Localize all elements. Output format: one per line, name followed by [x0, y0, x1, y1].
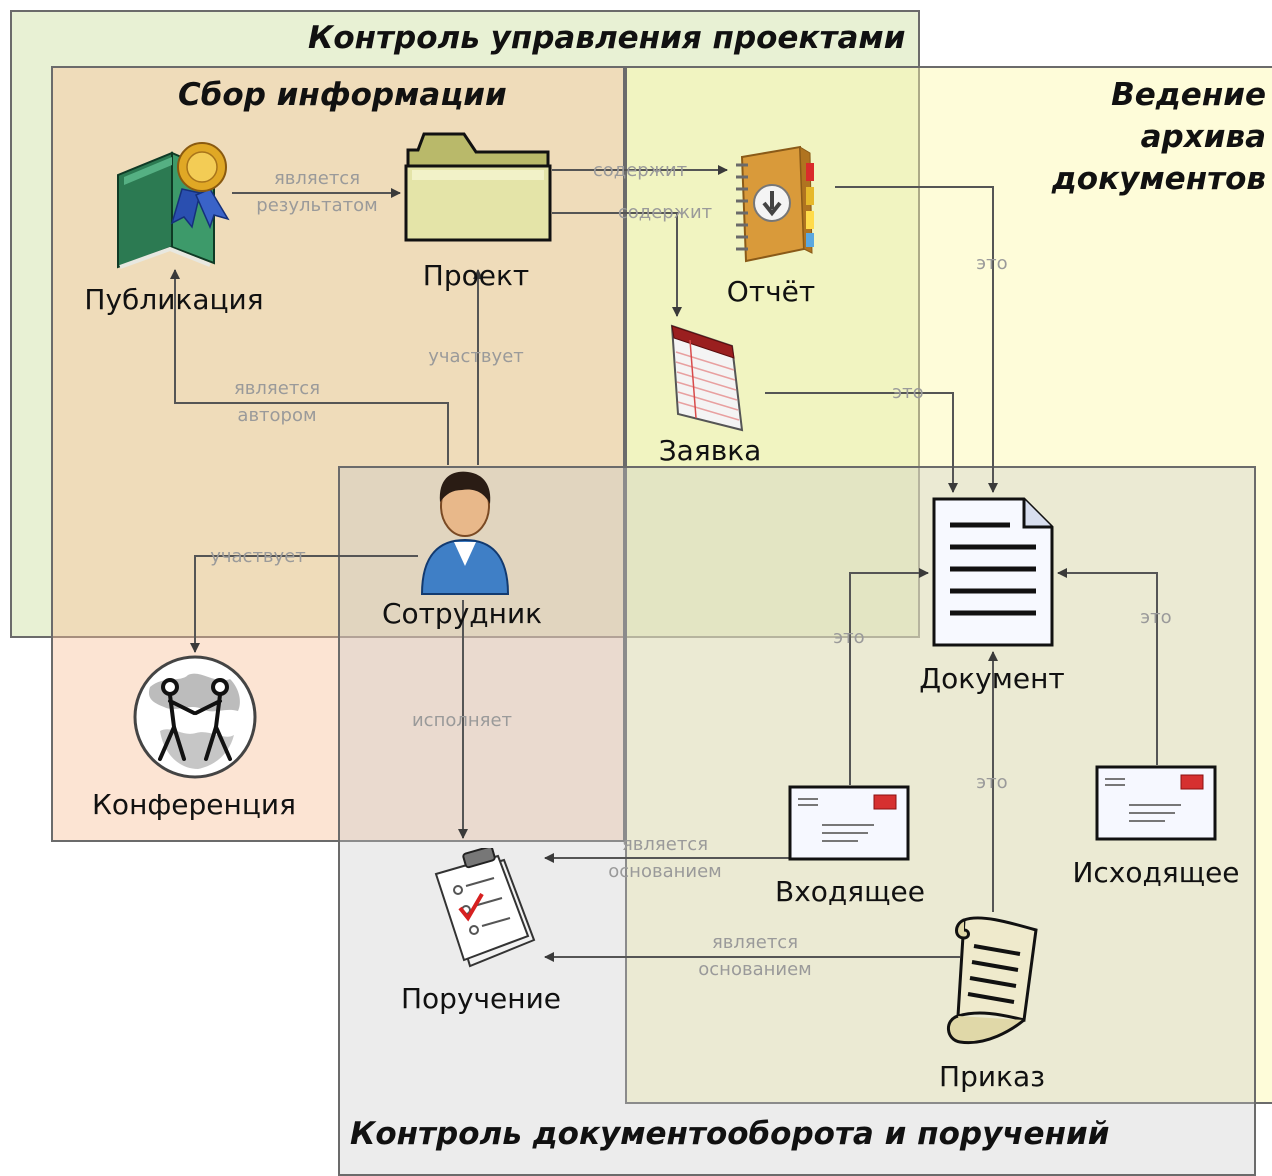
node-label-assignment: Поручение: [400, 982, 562, 1015]
edge-label-employee-pub-2: автором: [237, 405, 317, 426]
notepad-icon: [670, 324, 744, 432]
node-label-employee: Сотрудник: [381, 597, 543, 630]
edge-label-order-document: это: [976, 772, 1008, 793]
edge-label-pub-project-1: является: [273, 168, 361, 189]
arrow-employee-conference: [190, 555, 418, 653]
envelope-icon: [788, 785, 910, 861]
edge-label-employee-assignment: исполняет: [411, 710, 513, 731]
edge-label-application-document: это: [892, 382, 924, 403]
region-title-archive-line1: Ведение: [1111, 77, 1266, 113]
edge-label-employee-project: участвует: [428, 346, 524, 367]
node-label-publication: Публикация: [84, 283, 264, 316]
globe-people-icon: [133, 655, 257, 779]
arrow-outgoing-document: [1057, 568, 1158, 765]
arrow-incoming-document: [849, 568, 929, 785]
arrow-application-document: [765, 392, 958, 493]
checklist-icon: [434, 848, 536, 968]
edge-label-outgoing-document: это: [1140, 607, 1172, 628]
node-label-report: Отчёт: [726, 275, 816, 308]
edge-label-employee-pub-1: является: [233, 378, 321, 399]
region-title-archive-line2: архива: [1140, 119, 1266, 155]
edge-label-incoming-assignment-1: является: [621, 834, 709, 855]
scroll-icon: [947, 916, 1038, 1045]
node-label-incoming: Входящее: [775, 875, 925, 908]
person-icon: [420, 471, 510, 595]
arrow-report-document: [835, 186, 998, 493]
edge-label-order-assignment-2: основанием: [698, 959, 812, 980]
envelope-icon: [1095, 765, 1217, 841]
edge-label-employee-conference: участвует: [210, 546, 306, 567]
region-title-project-control: Контроль управления проектами: [308, 20, 906, 56]
edge-label-project-application: содержит: [617, 202, 713, 223]
node-label-document: Документ: [919, 662, 1065, 695]
edge-label-incoming-document: это: [833, 627, 865, 648]
arrow-project-application: [552, 212, 682, 317]
node-label-application: Заявка: [658, 434, 762, 467]
arrow-employee-publication: [170, 269, 449, 465]
edge-label-report-document: это: [976, 253, 1008, 274]
edge-label-order-assignment-1: является: [711, 932, 799, 953]
node-label-outgoing: Исходящее: [1072, 856, 1240, 889]
edge-label-incoming-assignment-2: основанием: [608, 861, 722, 882]
region-title-info-gathering: Сбор информации: [178, 77, 507, 113]
binder-icon: [736, 145, 814, 263]
node-label-conference: Конференция: [92, 788, 296, 821]
folder-icon: [404, 132, 552, 242]
edge-label-pub-project-2: результатом: [256, 195, 378, 216]
node-label-order: Приказ: [939, 1060, 1045, 1093]
node-label-project: Проект: [422, 259, 530, 292]
document-icon: [932, 497, 1054, 647]
region-title-doc-control: Контроль документооборота и поручений: [350, 1116, 1110, 1152]
region-title-archive-line3: документов: [1051, 161, 1266, 197]
edge-label-project-report: содержит: [592, 160, 688, 181]
award-book-icon: [117, 142, 230, 269]
